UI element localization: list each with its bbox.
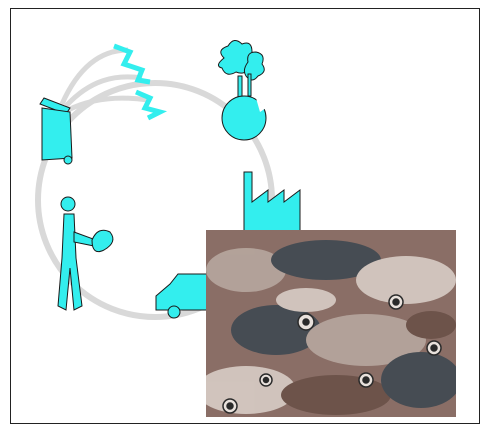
fish-scraps-photo <box>206 230 456 417</box>
waste-bin-icon <box>40 98 72 164</box>
fish-scraps-image <box>206 230 456 417</box>
energy-streams <box>62 50 148 110</box>
tree-sprout-icon <box>218 40 266 140</box>
